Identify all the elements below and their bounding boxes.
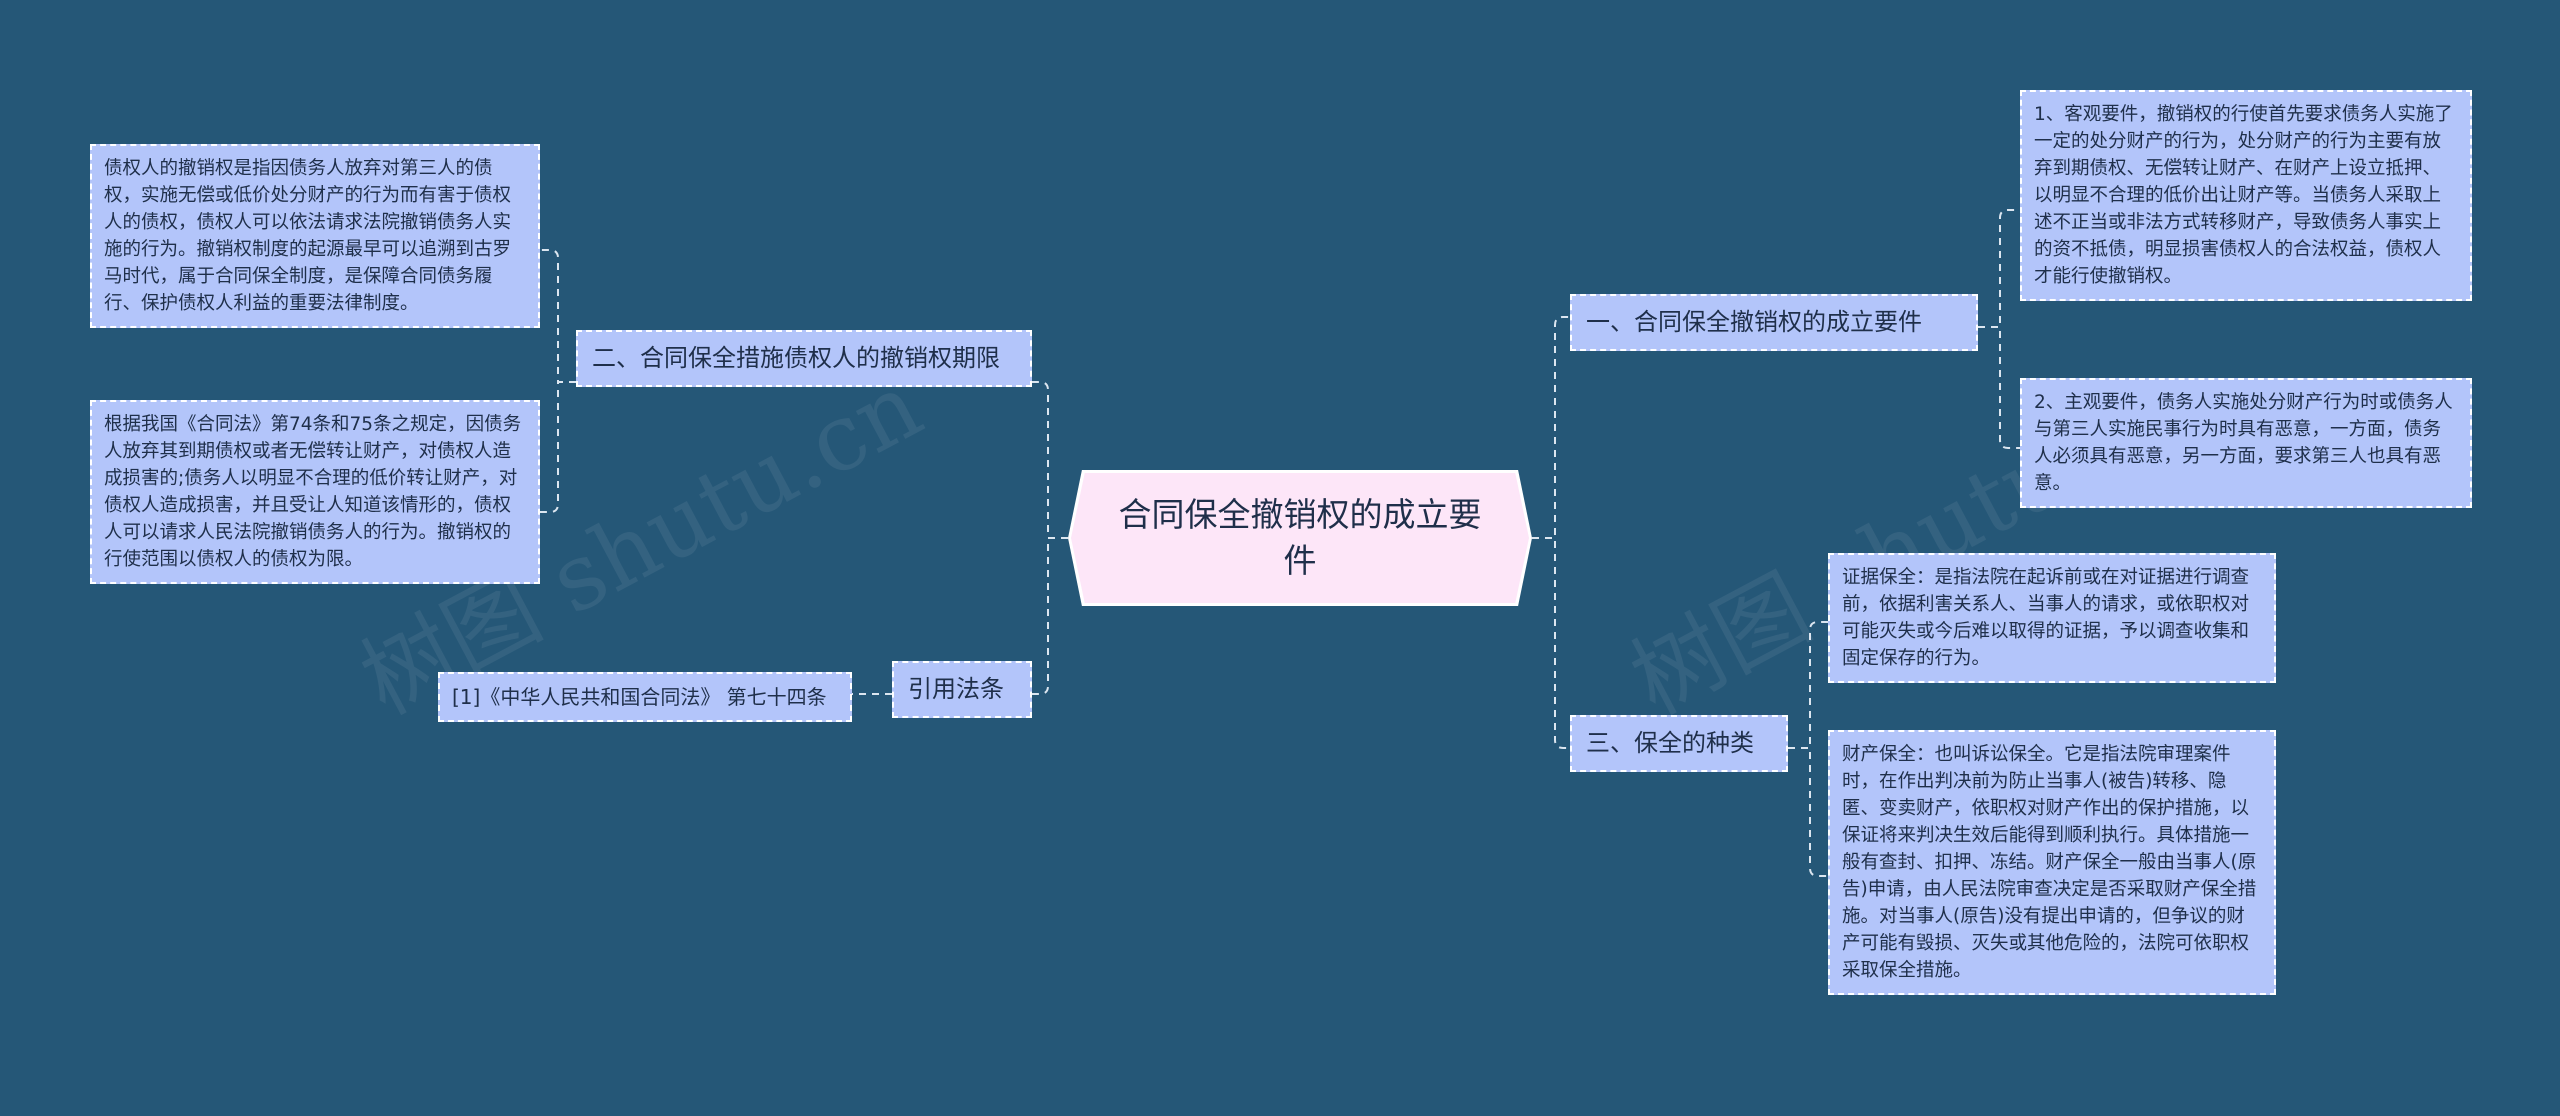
connector-root-left1 <box>1032 381 1068 539</box>
leaf-evidence-preservation[interactable]: 证据保全：是指法院在起诉前或在对证据进行调查前，依据利害关系人、当事人的请求，或… <box>1828 553 2276 683</box>
connector-right1-leaf1 <box>1978 209 2020 328</box>
leaf-property-preservation[interactable]: 财产保全：也叫诉讼保全。它是指法院审理案件时，在作出判决前为防止当事人(被告)转… <box>1828 730 2276 995</box>
connector-right2-leaf2 <box>1788 747 1828 877</box>
connector-left1-leaf2 <box>540 381 576 513</box>
connector-left1-leaf1 <box>540 249 576 383</box>
leaf-contract-law-provision[interactable]: 根据我国《合同法》第74条和75条之规定，因债务人放弃其到期债权或者无偿转让财产… <box>90 400 540 584</box>
connector-root-left2 <box>1032 537 1068 695</box>
branch-revocation-period[interactable]: 二、合同保全措施债权人的撤销权期限 <box>576 330 1032 387</box>
leaf-subjective-requirement[interactable]: 2、主观要件，债务人实施处分财产行为时或债务人与第三人实施民事行为时具有恶意，一… <box>2020 378 2472 508</box>
connector-right1-leaf2 <box>1978 326 2020 449</box>
leaf-cited-article[interactable]: [1]《中华人民共和国合同法》 第七十四条 <box>438 672 852 722</box>
connector-right2-leaf1 <box>1788 621 1828 749</box>
connector-root-right1 <box>1532 316 1570 539</box>
branch-preservation-types[interactable]: 三、保全的种类 <box>1570 715 1788 772</box>
branch-cited-law[interactable]: 引用法条 <box>892 661 1032 718</box>
root-node[interactable]: 合同保全撤销权的成立要件 <box>1068 470 1532 606</box>
connector-root-right2 <box>1532 537 1570 749</box>
leaf-objective-requirement[interactable]: 1、客观要件，撤销权的行使首先要求债务人实施了一定的处分财产的行为，处分财产的行… <box>2020 90 2472 301</box>
leaf-revocation-definition[interactable]: 债权人的撤销权是指因债务人放弃对第三人的债权，实施无偿或低价处分财产的行为而有害… <box>90 144 540 328</box>
root-label: 合同保全撤销权的成立要件 <box>1071 473 1529 603</box>
branch-requirements[interactable]: 一、合同保全撤销权的成立要件 <box>1570 294 1978 351</box>
